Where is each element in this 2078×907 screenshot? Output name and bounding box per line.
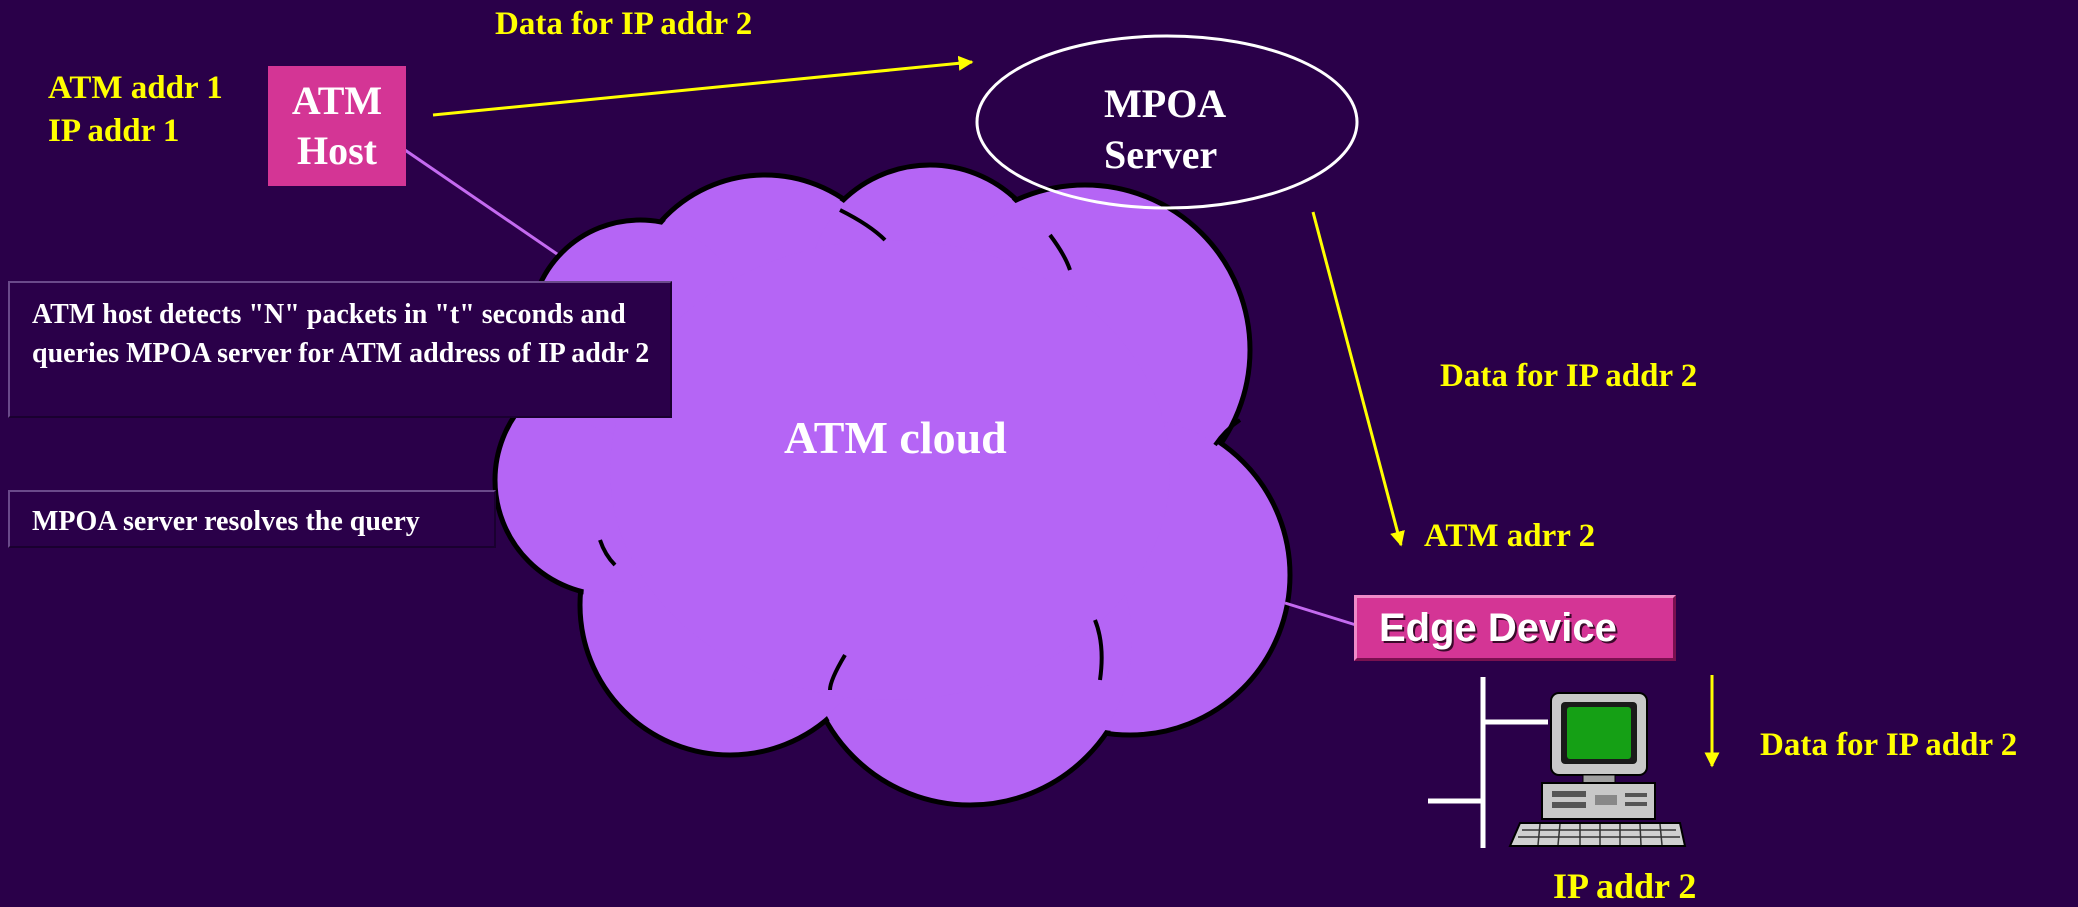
mpoa-server-ellipse (975, 34, 1359, 210)
mpoa-server-line1: MPOA (1104, 81, 1227, 126)
detect-note: ATM host detects "N" packets in "t" seco… (8, 281, 672, 418)
lan-bus (1428, 677, 1548, 848)
atm-host-line2: Host (297, 128, 377, 173)
arrow-server-to-edge (1311, 211, 1405, 547)
ip-addr-2-label: IP addr 2 (1553, 866, 1697, 906)
mpoa-server-label: MPOA Server (1104, 78, 1226, 180)
data-label-mid: Data for IP addr 2 (1440, 358, 1698, 394)
data-label-right: Data for IP addr 2 (1760, 727, 2018, 763)
edge-device-label: Edge Device (1379, 605, 1617, 650)
arrow-host-to-server (432, 55, 974, 117)
mpoa-server-line2: Server (1104, 132, 1218, 178)
atm-cloud-label: ATM cloud (784, 412, 1007, 463)
atm-host-line1: ATM (291, 78, 383, 123)
atm-host-box: ATM Host (268, 66, 406, 186)
atm-addr-1-label: ATM addr 1 (48, 70, 223, 106)
ip-addr-1-label: IP addr 1 (48, 113, 180, 149)
resolve-note: MPOA server resolves the query (8, 490, 496, 548)
atm-addr-2-label: ATM adrr 2 (1424, 518, 1596, 554)
data-label-top: Data for IP addr 2 (495, 6, 753, 42)
cloud-edge-link (1284, 601, 1357, 627)
edge-device-box: Edge Device (1354, 595, 1676, 661)
computer-icon (1508, 692, 1687, 847)
